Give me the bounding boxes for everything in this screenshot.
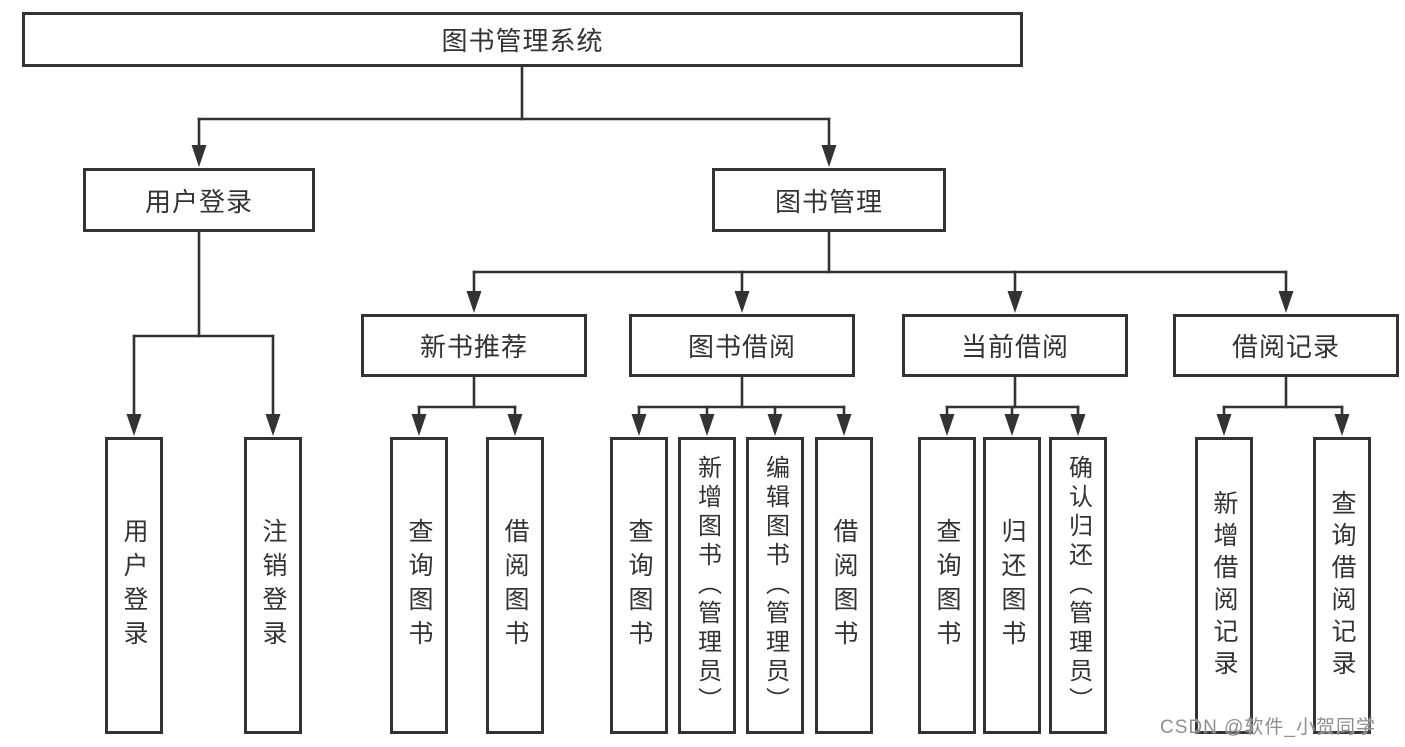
leaf-query-books-label: 查询图书 xyxy=(625,517,653,654)
leaf-logout: 注销登录 xyxy=(244,437,302,734)
node-book-borrowing: 图书借阅 xyxy=(629,314,855,377)
leaf-edit-books-admin-label: 编辑图书（管理员） xyxy=(761,455,789,716)
node-root-label: 图书管理系统 xyxy=(441,26,604,56)
leaf-query-books-label: 查询图书 xyxy=(933,517,961,654)
leaf-query-books: 查询图书 xyxy=(390,437,448,734)
node-new-book-recommendation: 新书推荐 xyxy=(361,314,587,377)
leaf-borrow-books: 借阅图书 xyxy=(486,437,544,734)
node-user-login-label: 用户登录 xyxy=(144,186,253,217)
leaf-borrow-books-label: 借阅图书 xyxy=(830,517,858,654)
node-current-borrowing: 当前借阅 xyxy=(902,314,1128,377)
leaf-user-login-label: 用户登录 xyxy=(120,517,148,654)
leaf-add-borrow-record: 新增借阅记录 xyxy=(1195,437,1253,734)
leaf-borrow-books-label: 借阅图书 xyxy=(501,517,529,654)
node-new-book-label: 新书推荐 xyxy=(419,332,528,362)
leaf-query-books: 查询图书 xyxy=(918,437,976,734)
node-borrowing-records: 借阅记录 xyxy=(1173,314,1399,377)
leaf-borrow-books: 借阅图书 xyxy=(815,437,873,734)
leaf-add-books-admin: 新增图书（管理员） xyxy=(678,437,736,734)
leaf-query-borrow-record-label: 查询借阅记录 xyxy=(1328,489,1356,682)
leaf-return-books: 归还图书 xyxy=(983,437,1041,734)
leaf-query-books-label: 查询图书 xyxy=(405,517,433,654)
leaf-query-books: 查询图书 xyxy=(610,437,668,734)
leaf-query-borrow-record: 查询借阅记录 xyxy=(1313,437,1371,734)
leaf-logout-label: 注销登录 xyxy=(259,517,287,654)
leaf-edit-books-admin: 编辑图书（管理员） xyxy=(746,437,804,734)
leaf-return-books-label: 归还图书 xyxy=(998,517,1026,654)
node-user-login: 用户登录 xyxy=(83,168,315,232)
node-current-borrowing-label: 当前借阅 xyxy=(960,332,1069,362)
leaf-add-borrow-record-label: 新增借阅记录 xyxy=(1210,489,1238,682)
leaf-add-books-admin-label: 新增图书（管理员） xyxy=(693,455,721,716)
node-book-borrowing-label: 图书借阅 xyxy=(687,332,796,362)
leaf-user-login: 用户登录 xyxy=(105,437,163,734)
node-book-management: 图书管理 xyxy=(712,168,946,232)
leaf-confirm-return-admin: 确认归还（管理员） xyxy=(1049,437,1107,734)
node-book-management-label: 图书管理 xyxy=(774,186,883,217)
leaf-confirm-return-admin-label: 确认归还（管理员） xyxy=(1064,455,1092,716)
csdn-watermark: CSDN @软件_小贺同学 xyxy=(1160,717,1376,738)
node-root-system: 图书管理系统 xyxy=(22,12,1023,67)
node-borrowing-records-label: 借阅记录 xyxy=(1231,332,1340,362)
